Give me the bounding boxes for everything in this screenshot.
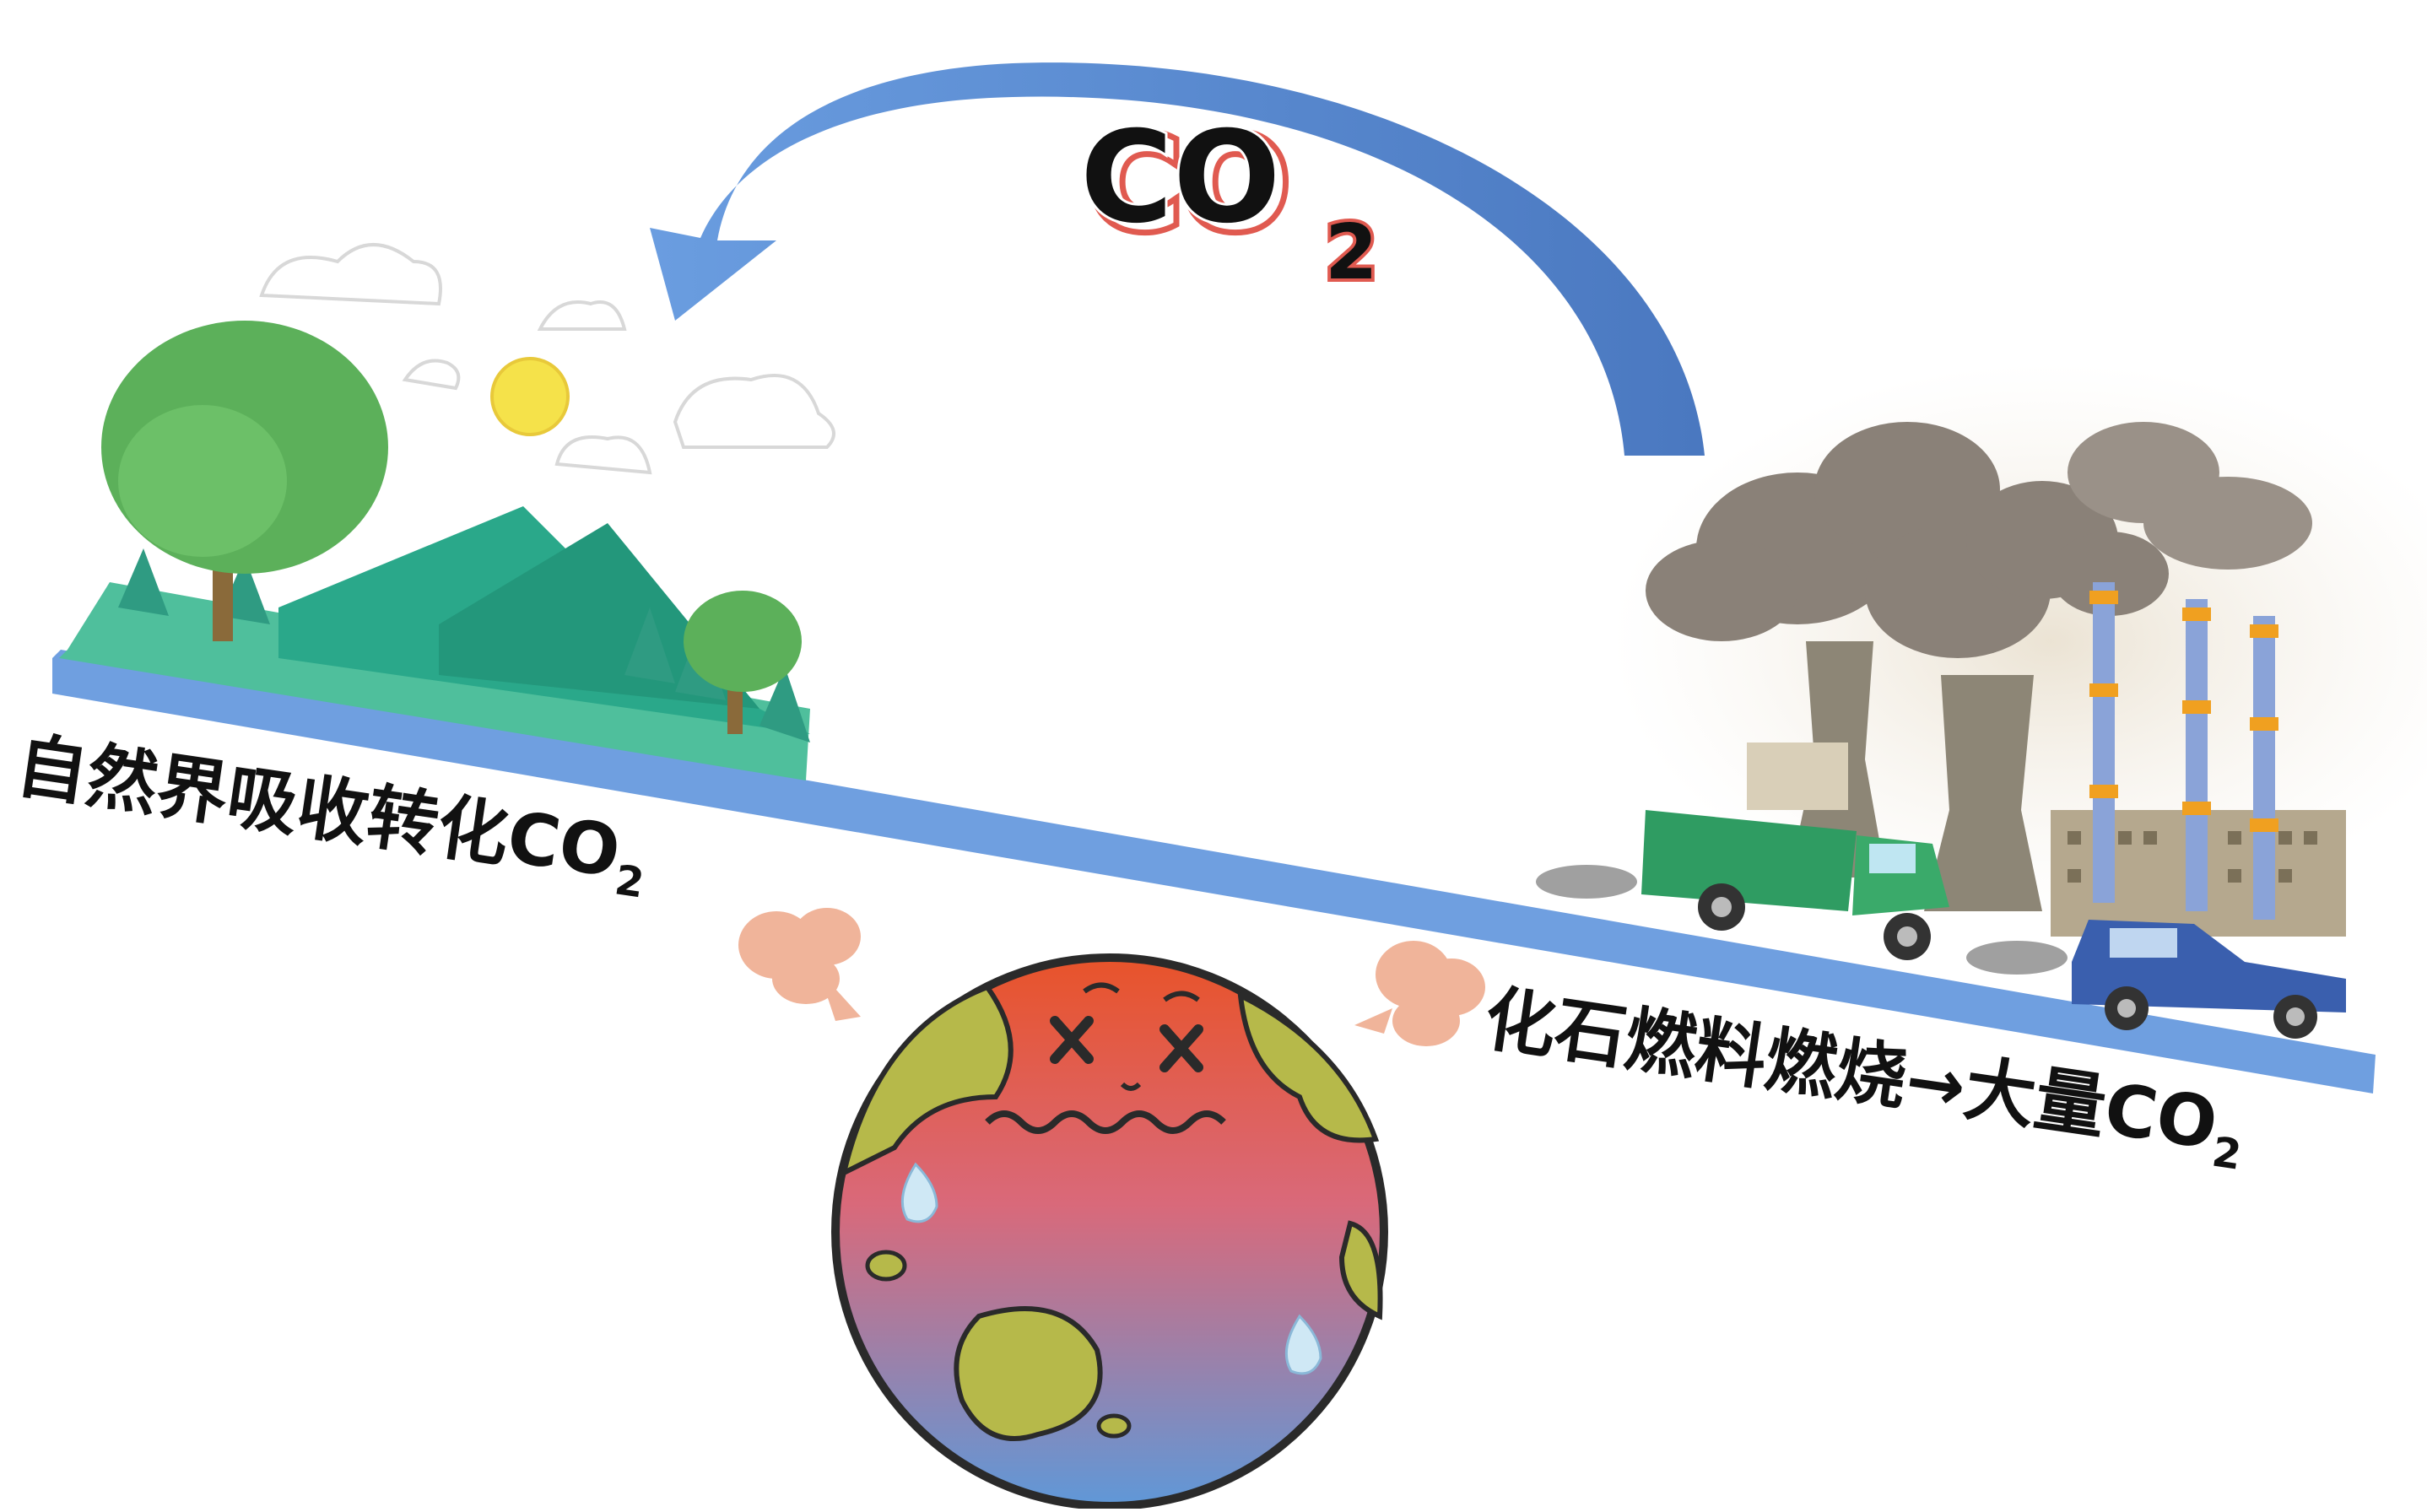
car-icon bbox=[1966, 920, 2346, 1039]
forest-landscape-icon bbox=[59, 321, 810, 780]
co2-text: CO bbox=[1080, 105, 1281, 251]
sun-icon bbox=[490, 357, 570, 436]
cloud-icon bbox=[259, 243, 835, 475]
co2-arrow-label: CO CO 2 bbox=[1078, 102, 1381, 300]
curved-arrow-icon bbox=[650, 62, 1705, 456]
heat-puff-icon bbox=[738, 908, 1485, 1046]
truck-icon bbox=[1536, 810, 1949, 960]
co2-shadow-text: CO bbox=[1089, 111, 1289, 258]
smokestack-icon bbox=[2089, 582, 2278, 920]
co2-subscript: 2 bbox=[1325, 208, 1378, 297]
beam bbox=[52, 650, 2376, 1094]
smoke-icon bbox=[1646, 422, 2312, 658]
sick-earth-icon bbox=[831, 953, 1388, 1510]
